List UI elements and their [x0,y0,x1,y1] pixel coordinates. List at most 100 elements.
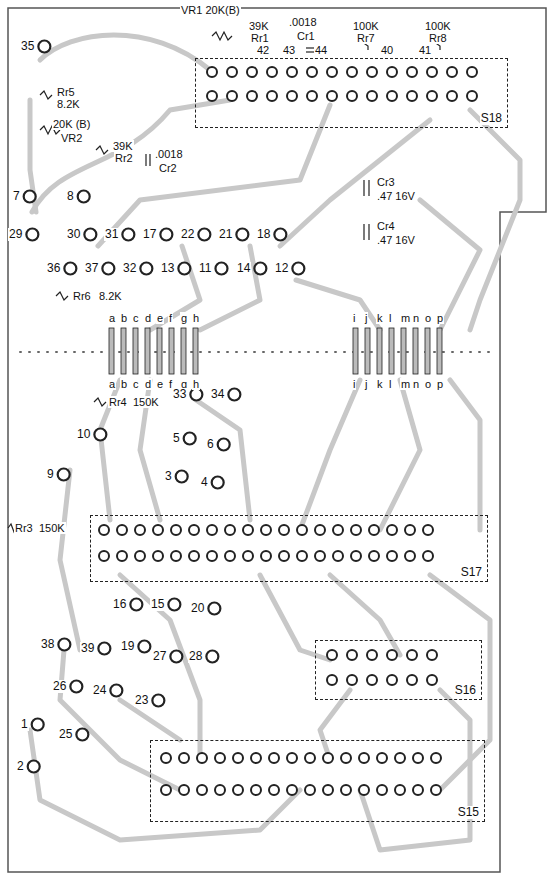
pad-number: 18 [256,228,271,241]
socket-label: S18 [480,112,503,125]
component-label: 20K (B) [52,118,91,130]
pad-number: 7 [12,190,21,203]
socket-pin [171,525,181,535]
pad-number: 24 [92,684,107,697]
component-label: Cr4 [376,220,396,232]
socket-pin [323,785,333,795]
socket-pin [225,551,235,561]
connector-finger [389,328,394,374]
pad-number: 25 [58,728,73,741]
pad-number: 9 [46,468,55,481]
pad-number: 31 [104,228,119,241]
solder-pad [130,599,142,611]
socket-pin [251,753,261,763]
component-label: 39K [112,140,134,152]
pad-number: 6 [206,438,215,451]
component-label: p [436,378,444,390]
pad-number: 38 [40,638,55,651]
socket-pin [347,67,357,77]
socket-pin [405,551,415,561]
component-label: m [400,378,411,390]
solder-pad [58,639,70,651]
connector-finger [437,328,442,374]
socket-pin [305,785,315,795]
socket-pin [467,67,477,77]
socket-pin [407,91,417,101]
component-label: o [424,312,432,324]
pad-number: 28 [188,650,203,663]
socket-outline: S15 [150,740,485,822]
component-label: 150K [132,396,160,408]
solder-pad [206,651,218,663]
socket-pin [333,525,343,535]
component-label: 150K [38,522,66,534]
solder-pad [218,439,230,451]
component-label: 42 [256,44,270,56]
component-label: m [400,312,411,324]
component-label: Rr3 [14,522,34,534]
socket-pin [117,525,127,535]
socket-pin [367,675,377,685]
socket-pin [207,525,217,535]
component-label: i [352,378,356,390]
solder-pad [198,229,210,241]
socket-pin [369,525,379,535]
socket-pin [369,551,379,561]
connector-finger [169,328,174,374]
socket-pin [423,551,433,561]
socket-pin [227,67,237,77]
socket-pin [197,785,207,795]
socket-pin [287,67,297,77]
socket-pin [407,650,417,660]
pad-number: 16 [112,598,127,611]
component-label: j [364,312,368,324]
socket-pin [161,753,171,763]
component-label: b [120,378,128,390]
socket-pin [243,525,253,535]
component-label: 43 [282,44,296,56]
socket-pin [243,551,253,561]
connector-finger [413,328,418,374]
pad-number: 3 [164,470,173,483]
socket-pin [395,753,405,763]
pad-number: 26 [52,680,67,693]
pad-number: 27 [152,650,167,663]
connector-finger [145,328,150,374]
socket-pin [305,753,315,763]
socket-pin [407,675,417,685]
pad-number: 22 [180,228,195,241]
solder-pad [28,761,40,773]
pad-number: 11 [198,262,212,275]
component-label: Cr3 [376,176,396,188]
component-label: Rr6 [72,290,92,302]
socket-pin [215,785,225,795]
solder-pad [58,469,70,481]
board-fold-line [20,351,490,353]
pad-number: 32 [122,262,137,275]
component-label: d [144,312,152,324]
component-label: .0018 [288,16,318,28]
pad-number: 17 [142,228,157,241]
socket-pin [447,67,457,77]
socket-pin [153,525,163,535]
socket-pin [287,785,297,795]
solder-pad [98,643,110,655]
pad-number: 15 [150,598,165,611]
pad-number: 37 [84,262,99,275]
solder-pad [84,229,96,241]
socket-pin [251,785,261,795]
socket-pin [413,753,423,763]
socket-pin [377,785,387,795]
socket-pin [351,525,361,535]
socket-pin [279,551,289,561]
socket-pin [377,753,387,763]
pads-and-pins [24,41,477,796]
solder-pad [228,389,240,401]
socket-pin [427,650,437,660]
component-label: a [108,378,116,390]
component-label: 39K [248,20,270,32]
socket-label: S15 [457,806,480,819]
solder-pad [26,229,38,241]
component-label: f [168,312,173,324]
socket-pin [387,551,397,561]
